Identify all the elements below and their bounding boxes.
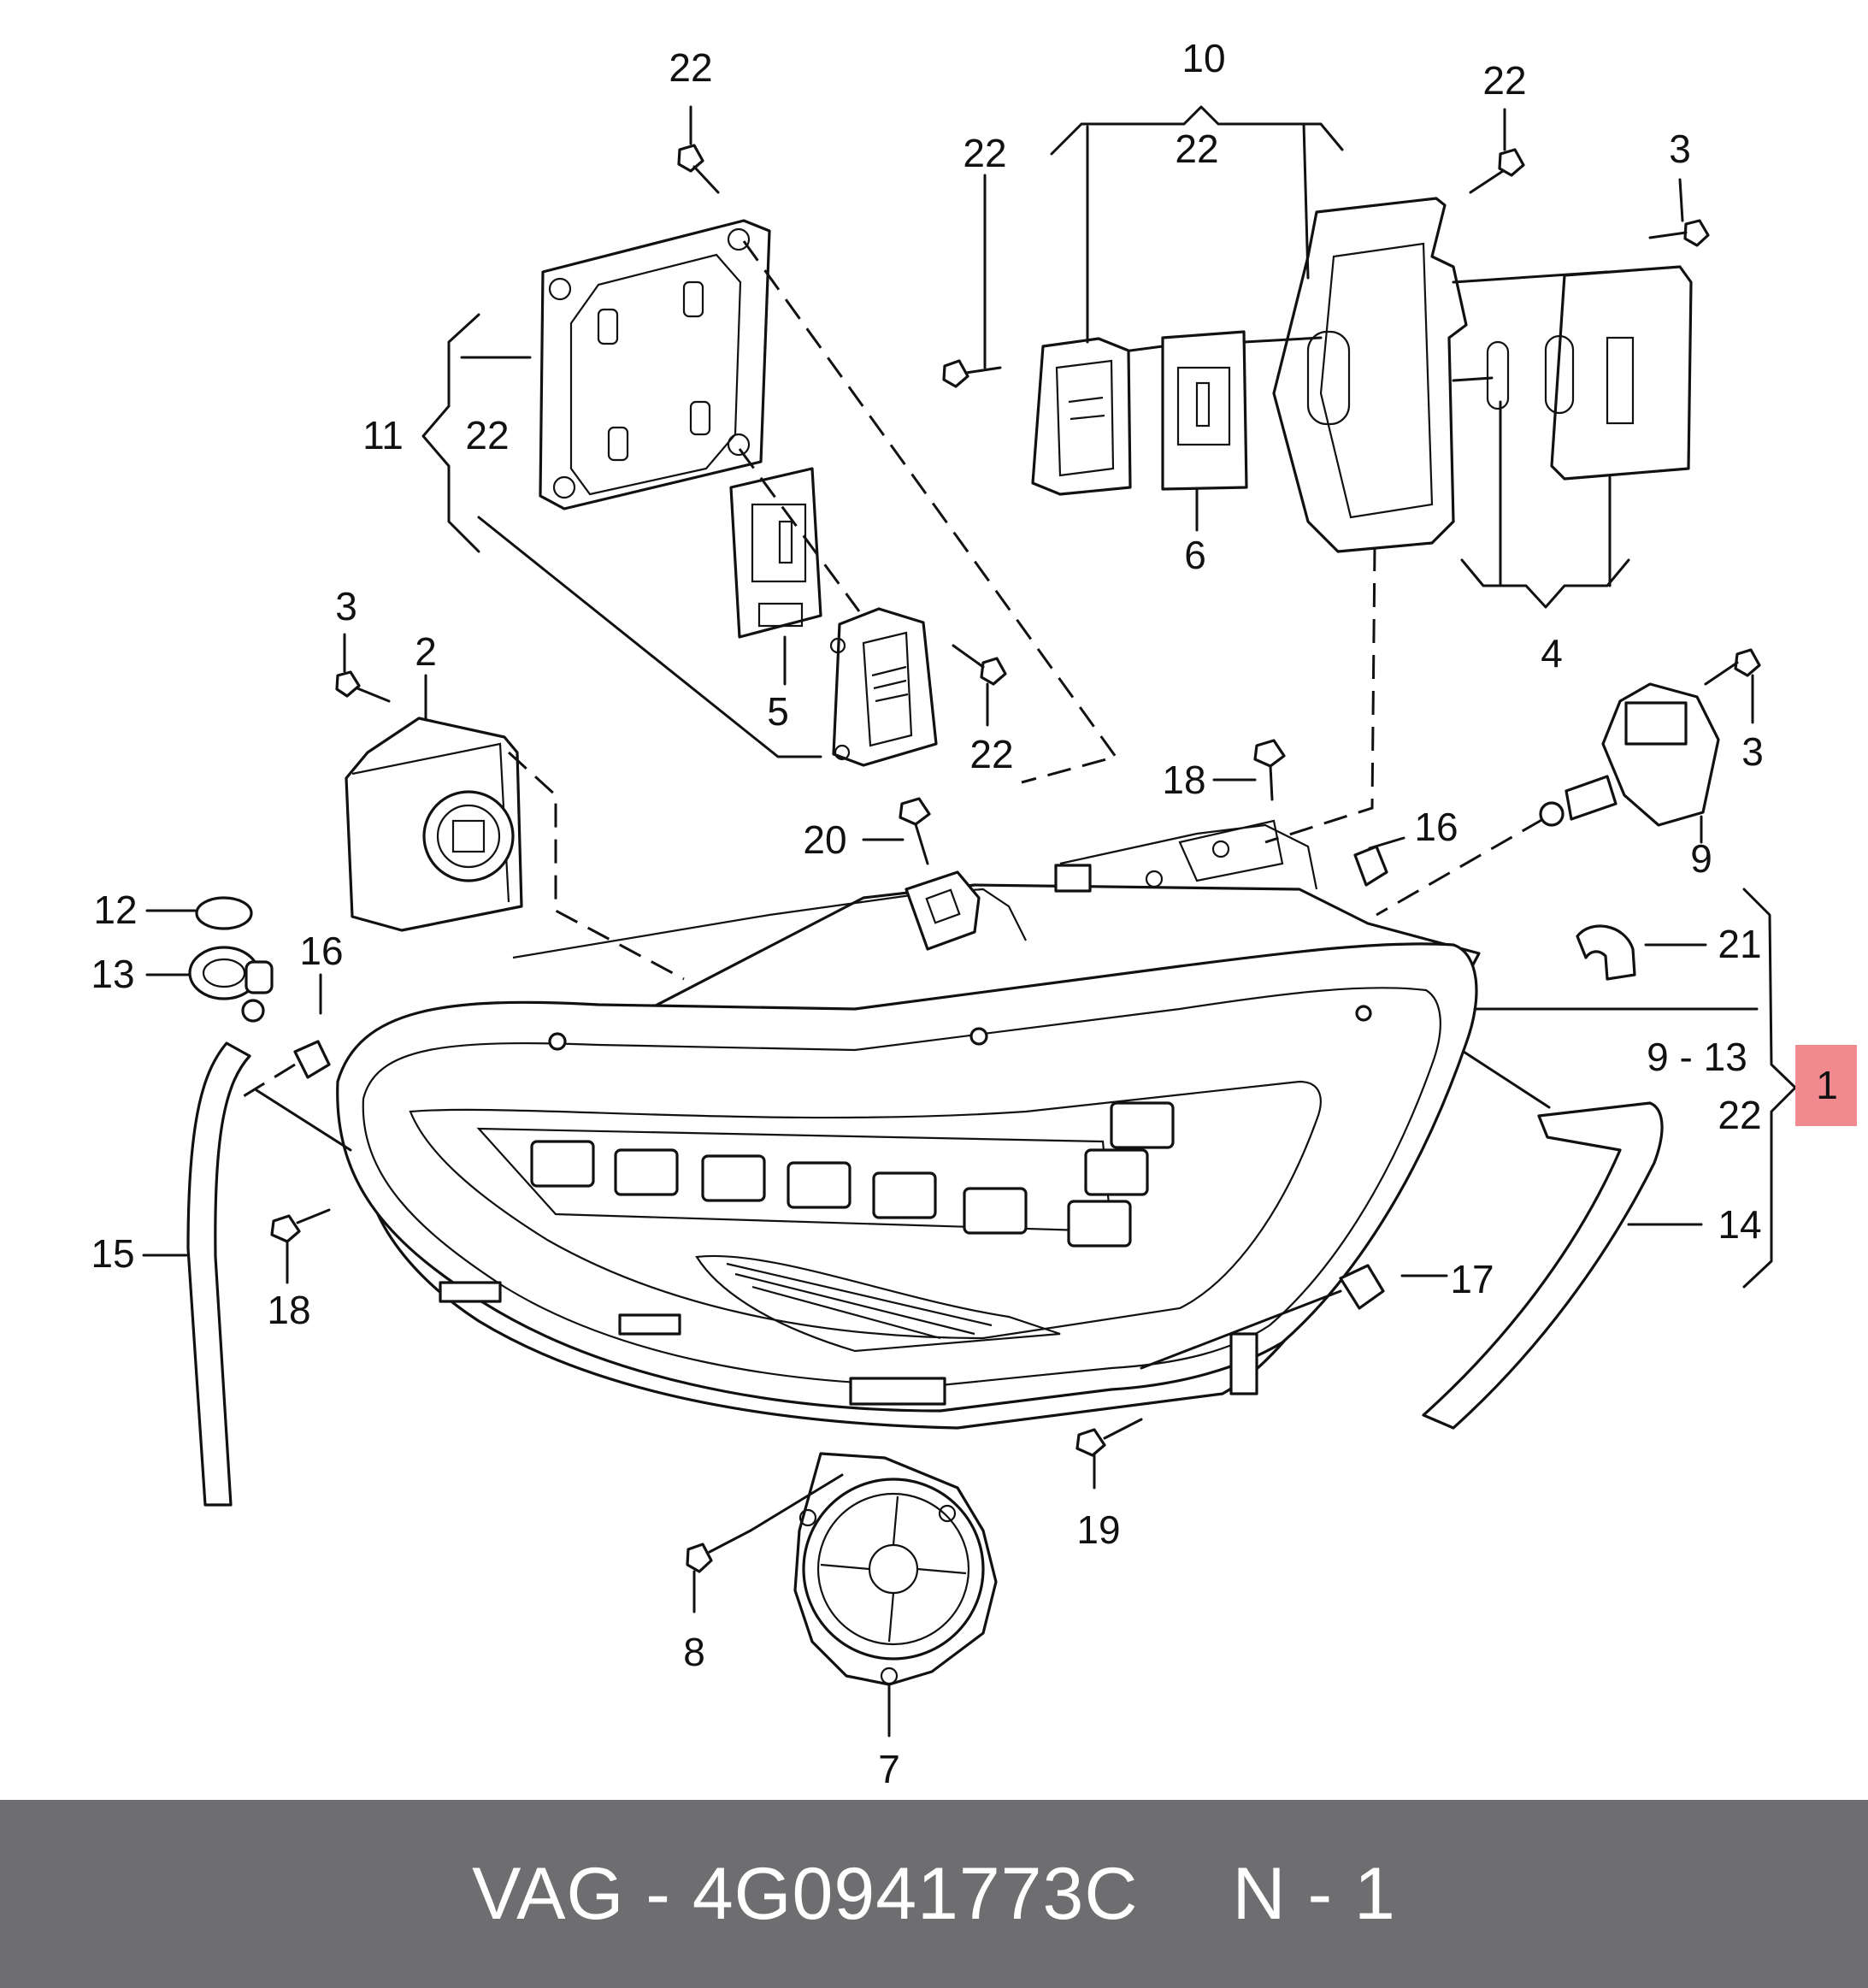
callout-10: 10 bbox=[1181, 36, 1225, 80]
part-13-connector bbox=[188, 946, 274, 1023]
callout-2: 2 bbox=[415, 629, 437, 674]
part-14-trim-strip bbox=[1422, 1101, 1664, 1430]
callout-22-low: 22 bbox=[969, 732, 1013, 776]
callout-22-top-right: 22 bbox=[1482, 58, 1526, 103]
part-bracket-lower bbox=[829, 607, 938, 767]
callout-22-bracket1: 22 bbox=[1718, 1093, 1761, 1137]
callout-17: 17 bbox=[1450, 1257, 1494, 1301]
callout-22-bracket11: 22 bbox=[465, 413, 509, 457]
callout-3-left: 3 bbox=[335, 584, 357, 628]
callout-22-mid: 22 bbox=[963, 131, 1006, 175]
part-5-control-module bbox=[729, 467, 822, 639]
part-15-hose bbox=[186, 1041, 251, 1507]
callout-9: 9 bbox=[1690, 836, 1712, 881]
callout-18-bottom: 18 bbox=[267, 1288, 310, 1332]
leader-lines bbox=[142, 105, 1797, 1737]
callout-14: 14 bbox=[1718, 1202, 1761, 1247]
callout-labels: 22 10 22 22 22 3 11 22 6 4 3 2 5 22 3 18… bbox=[91, 36, 1837, 1791]
callout-11: 11 bbox=[362, 413, 404, 457]
part-4-module bbox=[1486, 265, 1693, 481]
callout-20: 20 bbox=[803, 817, 846, 862]
screws bbox=[270, 144, 1761, 1573]
callout-3-top-right: 3 bbox=[1669, 127, 1691, 171]
part-21-elbow bbox=[1576, 924, 1636, 981]
part-12-seal bbox=[195, 896, 253, 930]
callout-22-bracket10: 22 bbox=[1175, 127, 1218, 171]
callout-8: 8 bbox=[683, 1630, 705, 1674]
callout-16-right: 16 bbox=[1414, 805, 1458, 849]
callout-1-highlight bbox=[1795, 1045, 1857, 1126]
part-module-left-top bbox=[1031, 337, 1132, 496]
part-1-headlight-assembly bbox=[336, 819, 1481, 1430]
footer-bar: VAG - 4G0941773C N - 1 bbox=[0, 1800, 1868, 1988]
part-11-cover-gasket bbox=[539, 219, 771, 510]
callout-3-right: 3 bbox=[1741, 729, 1764, 774]
part-10-housing-frame bbox=[1272, 197, 1468, 553]
callout-15: 15 bbox=[91, 1231, 134, 1276]
callout-4: 4 bbox=[1541, 631, 1563, 675]
callout-18-top: 18 bbox=[1162, 758, 1205, 802]
callout-22-top-left: 22 bbox=[669, 45, 712, 90]
callout-19: 19 bbox=[1076, 1507, 1120, 1552]
callout-6: 6 bbox=[1184, 533, 1206, 577]
callout-13: 13 bbox=[91, 952, 134, 996]
callout-1: 1 bbox=[1816, 1063, 1838, 1107]
callout-9-13: 9 - 13 bbox=[1647, 1035, 1747, 1079]
footer-page: N - 1 bbox=[1232, 1852, 1396, 1935]
part-6-module bbox=[1161, 330, 1248, 491]
callout-5: 5 bbox=[767, 689, 789, 734]
led-segments bbox=[530, 1101, 1175, 1248]
callout-7: 7 bbox=[878, 1747, 900, 1791]
footer-part-number: VAG - 4G0941773C bbox=[472, 1852, 1139, 1935]
part-9-adjuster bbox=[1539, 682, 1720, 827]
part-2-ballast bbox=[345, 717, 523, 932]
callout-12: 12 bbox=[93, 888, 137, 932]
headlight-exploded-diagram: 22 10 22 22 22 3 11 22 6 4 3 2 5 22 3 18… bbox=[91, 36, 1857, 1791]
part-7-fan-housing bbox=[793, 1452, 998, 1686]
callout-16-left: 16 bbox=[299, 929, 343, 973]
callout-21: 21 bbox=[1718, 922, 1761, 966]
